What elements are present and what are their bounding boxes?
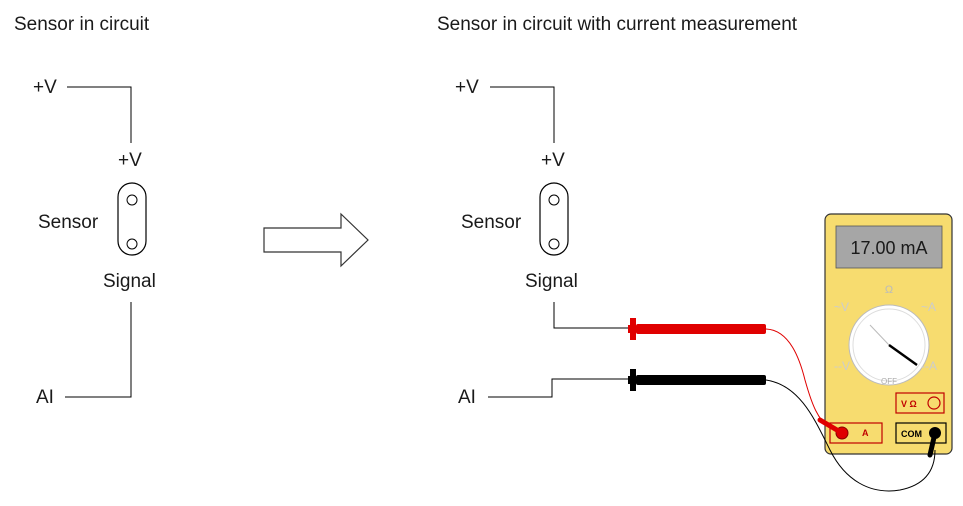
right-sensor-symbol (539, 182, 569, 256)
vohm-jack[interactable] (927, 396, 941, 410)
left-sensor-symbol (117, 182, 147, 256)
multimeter-reading: 17.00 mA (850, 238, 927, 258)
right-signal-wire (553, 302, 628, 329)
right-supply-label: +V (455, 77, 479, 98)
amp-jack-label: A (862, 428, 869, 438)
left-supply-wire (67, 86, 132, 143)
dial-dc-amp-label: --A (921, 359, 937, 373)
red-lead-plug (817, 417, 845, 436)
black-lead-wire (765, 379, 936, 492)
multimeter-display (835, 225, 943, 269)
right-sensor-pin-top: +V (541, 150, 565, 171)
left-signal-wire (65, 302, 132, 398)
left-sensor-pin-bottom: Signal (103, 271, 156, 292)
left-input-label: AI (36, 387, 54, 408)
left-title: Sensor in circuit (14, 14, 150, 35)
left-sensor-label: Sensor (38, 212, 99, 233)
dial-dc-volt-label: --V (834, 359, 850, 373)
dial-pointer[interactable] (888, 344, 918, 366)
black-probe (628, 369, 766, 391)
vohm-jack-label: V Ω (901, 399, 917, 409)
right-sensor-label: Sensor (461, 212, 522, 233)
dial-ac-amp-label: ~A (921, 300, 936, 314)
right-supply-wire (490, 86, 555, 143)
com-jack-label: COM (901, 429, 922, 439)
right-input-label: AI (458, 387, 476, 408)
transform-arrow (263, 212, 369, 268)
red-probe (628, 318, 766, 340)
red-lead-wire (765, 328, 831, 429)
multimeter: 17.00 mA Ω OFF ~V --V ~A --A V Ω A COM (824, 213, 953, 455)
right-input-wire (488, 378, 628, 398)
dial-ac-volt-label: ~V (834, 300, 849, 314)
left-sensor-pin-top: +V (118, 150, 142, 171)
dial-ohm-label: Ω (885, 284, 893, 296)
dial-off-label: OFF (881, 377, 897, 386)
black-lead-plug (927, 430, 938, 458)
right-title: Sensor in circuit with current measureme… (437, 14, 798, 35)
left-supply-label: +V (33, 77, 57, 98)
right-sensor-pin-bottom: Signal (525, 271, 578, 292)
